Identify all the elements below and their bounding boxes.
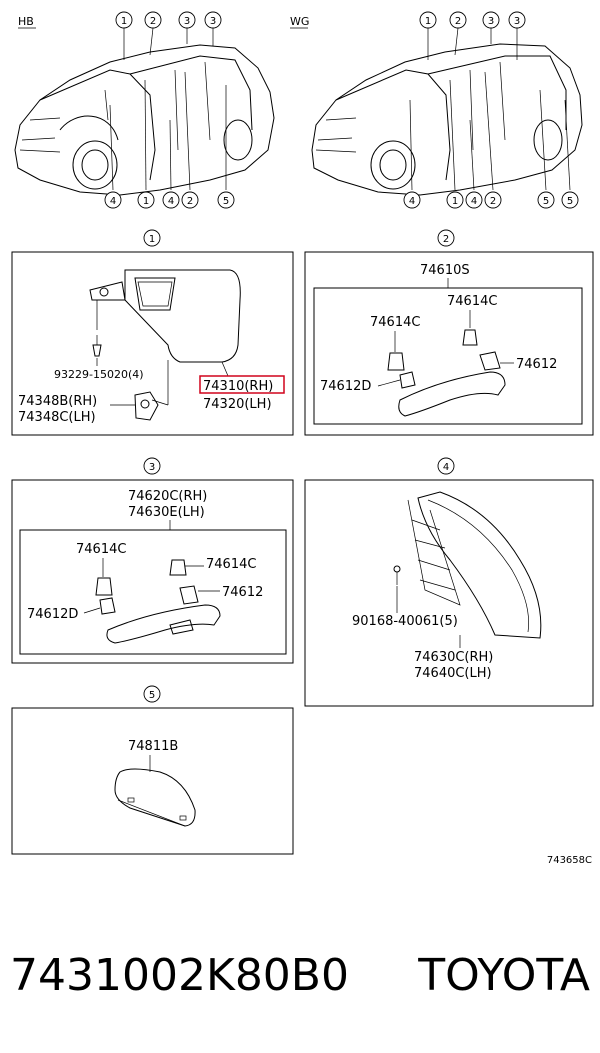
clip-lh-label: 74348C(LH) [18, 410, 96, 425]
variant-label-wg: WG [290, 15, 309, 28]
assy-lh-label: 74630E(LH) [128, 505, 205, 520]
screw-label: 90168-40061(5) [352, 614, 458, 629]
grip-label: 74612 [222, 585, 263, 600]
diagram-code: 743658C [547, 855, 592, 866]
part-label: 74811B [128, 739, 178, 754]
assist-grip-assy-label: 74610S [420, 263, 470, 278]
callout-number: 1 [425, 16, 431, 27]
callout-number: 4 [471, 196, 477, 207]
assy-rh-label: 74620C(RH) [128, 489, 207, 504]
callouts-hb: 1 2 3 3 4 1 4 2 5 [104, 11, 235, 209]
callout-number: 3 [488, 16, 494, 27]
callout-number: 3 [184, 16, 190, 27]
visor-lh-label: 74320(LH) [203, 397, 272, 412]
callout-number: 1 [121, 16, 127, 27]
callout-number: 5 [223, 196, 229, 207]
grip-d-label: 74612D [320, 379, 371, 394]
trim-rh-label: 74630C(RH) [414, 650, 493, 665]
footer-brand: TOYOTA [417, 950, 590, 1001]
grip-label: 74612 [516, 357, 557, 372]
callout-number: 3 [210, 16, 216, 27]
section-1: 1 93229-15020(4) 74348B(RH) 74348C(LH) 7… [11, 229, 294, 436]
cap-label-a: 74614C [76, 542, 126, 557]
highlight-box [199, 375, 285, 394]
car-wg: WG [290, 15, 583, 196]
callout-number: 4 [110, 196, 116, 207]
callout-number: 2 [455, 16, 461, 27]
callout-number: 1 [143, 196, 149, 207]
callout-number: 2 [443, 234, 449, 245]
callout-number: 4 [409, 196, 415, 207]
cap-label-b: 74614C [206, 557, 256, 572]
visor-rh-label[interactable]: 74310(RH) [203, 379, 273, 394]
callout-number: 2 [187, 196, 193, 207]
callout-number: 4 [168, 196, 174, 207]
section-1-number: 1 [149, 234, 155, 245]
section-5: 5 74811B [11, 685, 294, 855]
callout-number: 4 [443, 462, 449, 473]
callout-number: 3 [149, 462, 155, 473]
callout-number: 5 [543, 196, 549, 207]
callout-number: 3 [514, 16, 520, 27]
grip-d-label: 74612D [27, 607, 78, 622]
variant-label-hb: HB [18, 15, 34, 28]
car-hb: HB [14, 15, 275, 196]
footer-part-number: 7431002K80B0 [10, 950, 349, 1001]
section-3: 3 74620C(RH) 74630E(LH) 74614C 74614C 74… [11, 457, 294, 664]
section-2: 2 74610S 74614C 74614C 74612 74612D [304, 229, 594, 436]
callout-number: 2 [150, 16, 156, 27]
callouts-wg: 1 2 3 3 4 1 4 2 5 5 [403, 11, 579, 209]
section-4: 4 90168-40061(5) 74630C(RH) 74640C(LH) [304, 457, 594, 707]
callout-number: 5 [567, 196, 573, 207]
callout-number: 5 [149, 690, 155, 701]
cap-label-b: 74614C [370, 315, 420, 330]
screw-label: 93229-15020(4) [54, 368, 144, 381]
trim-lh-label: 74640C(LH) [414, 666, 492, 681]
clip-rh-label: 74348B(RH) [18, 394, 97, 409]
callout-number: 2 [490, 196, 496, 207]
cap-label-a: 74614C [447, 294, 497, 309]
callout-number: 1 [452, 196, 458, 207]
